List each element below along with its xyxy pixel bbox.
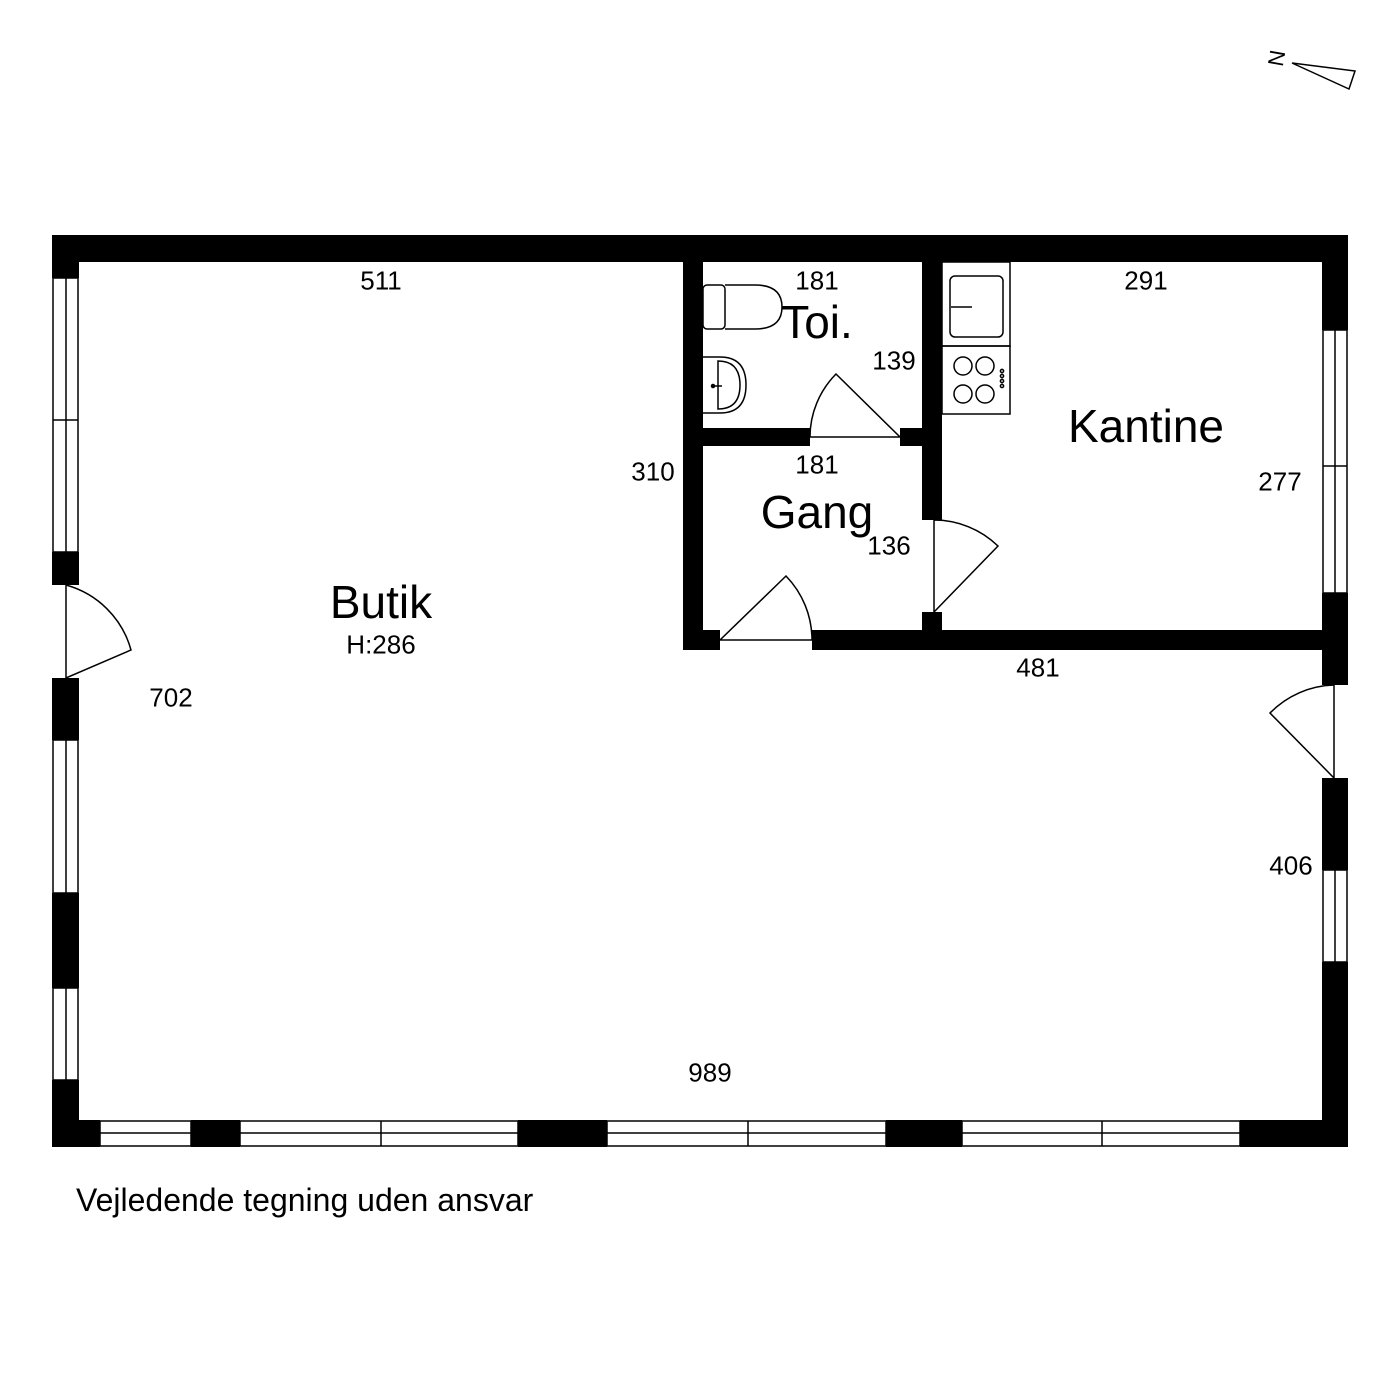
- stove-icon: [941, 345, 1011, 415]
- room-label-butik: Butik: [329, 576, 433, 628]
- dimension-gang-top: 181: [795, 449, 839, 480]
- dimension-butik-left: 702: [149, 682, 193, 713]
- kitchen-sink-icon: [941, 261, 1011, 347]
- kantine-door: [933, 519, 1000, 614]
- dimension-toilet-side: 139: [872, 345, 916, 376]
- compass-icon: [1291, 62, 1357, 91]
- sink-icon: [703, 356, 747, 414]
- room-height-label: H:286: [346, 629, 416, 660]
- room-label-kantine: Kantine: [1067, 400, 1225, 452]
- dimension-toilet-top: 181: [795, 265, 839, 296]
- dimension-inner-wall: 310: [631, 456, 675, 487]
- disclaimer-text: Vejledende tegning uden ansvar: [76, 1182, 534, 1218]
- dimension-bottom: 989: [688, 1057, 732, 1088]
- toilet-door: [809, 372, 902, 438]
- dimension-kantine-side: 277: [1258, 466, 1302, 497]
- dimension-kantine-top: 291: [1124, 265, 1168, 296]
- doors: [65, 372, 1335, 780]
- room-label-gang: Gang: [760, 486, 874, 538]
- room-label-toilet: Toi.: [781, 296, 853, 348]
- dimension-gang-side: 136: [867, 530, 911, 561]
- fixtures: [702, 261, 1011, 415]
- gang-door: [718, 574, 813, 641]
- walls: [52, 235, 1348, 1147]
- toilet-icon: [702, 284, 783, 330]
- entrance-door-right: [1268, 684, 1335, 780]
- windows: [52, 277, 1348, 1147]
- dimension-right-lower: 406: [1269, 850, 1313, 881]
- dimension-butik-top: 511: [360, 265, 402, 296]
- entrance-door-left: [65, 584, 132, 680]
- dimension-corridor-wall: 481: [1016, 652, 1060, 683]
